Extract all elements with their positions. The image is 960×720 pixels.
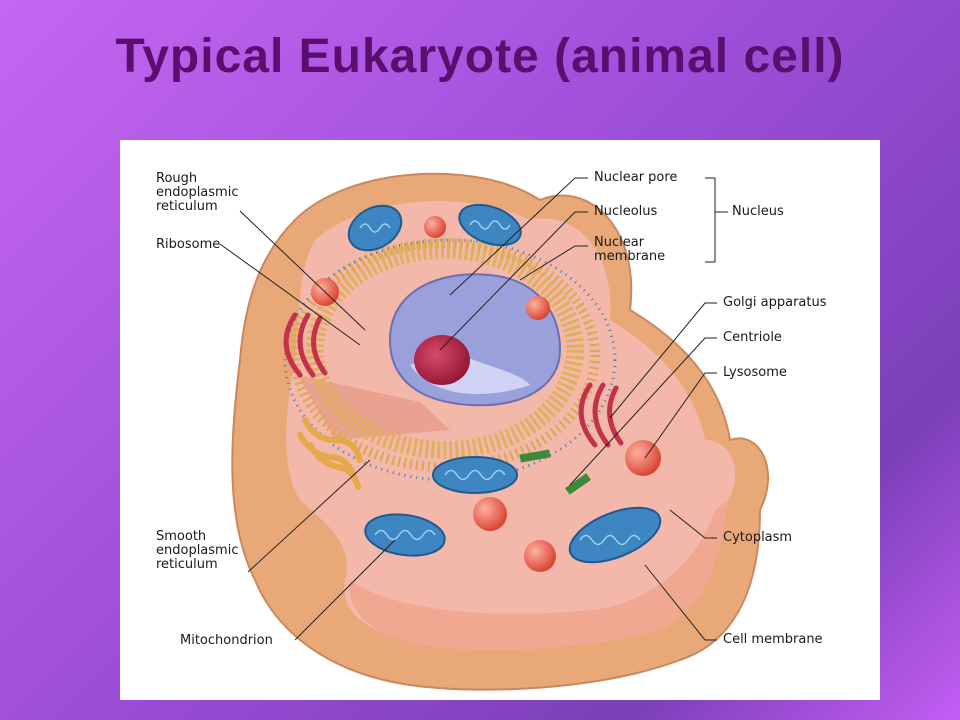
label-nuclear-membrane: Nuclear membrane (594, 235, 666, 264)
label-lysosome: Lysosome (723, 365, 787, 380)
centrioles (519, 449, 591, 495)
cell-diagram: Rough endoplasmic reticulum Ribosome Smo… (120, 140, 880, 700)
label-cell-membrane: Cell membrane (723, 632, 823, 647)
page-title: Typical Eukaryote (animal cell) (115, 30, 845, 83)
label-mitochondrion: Mitochondrion (180, 633, 273, 648)
label-rough-er: Rough endoplasmic reticulum (156, 171, 239, 214)
label-nucleolus: Nucleolus (594, 204, 658, 219)
leader-lines (219, 177, 728, 641)
label-smooth-er: Smooth endoplasmic reticulum (156, 529, 239, 572)
golgi-stacks (283, 312, 624, 448)
cytoplasm-lower (349, 500, 728, 650)
cell-illustration (219, 172, 769, 691)
smooth-er (297, 417, 363, 490)
label-golgi: Golgi apparatus (723, 295, 827, 310)
label-cytoplasm: Cytoplasm (723, 530, 793, 545)
nucleolus-shape (414, 335, 470, 385)
mitochondria-cristae (359, 220, 641, 546)
label-ribosome: Ribosome (156, 237, 221, 252)
label-nuclear-pore: Nuclear pore (594, 170, 678, 185)
lysosomes (311, 216, 661, 572)
mitochondria (347, 203, 662, 564)
label-nucleus: Nucleus (732, 204, 784, 219)
label-centriole: Centriole (723, 330, 782, 345)
